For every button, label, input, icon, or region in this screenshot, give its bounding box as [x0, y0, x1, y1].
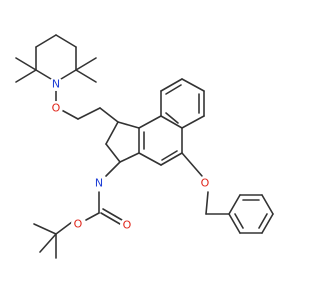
- bond: [77, 107, 101, 120]
- methyl-bond: [33, 223, 57, 235]
- pyrroline-ring: [105, 121, 140, 163]
- double-bond: [258, 213, 268, 229]
- benzyloxy-group: [181, 152, 274, 234]
- double-bond: [102, 208, 123, 221]
- bond: [181, 78, 205, 92]
- methyl-bond: [75, 57, 97, 71]
- bond: [105, 161, 121, 177]
- bond: [160, 78, 183, 92]
- naphthalene-outer-ring: [160, 78, 205, 129]
- double-bond: [165, 84, 182, 95]
- bond: [35, 34, 57, 48]
- atom-labels: N O N O O O: [49, 77, 212, 232]
- bond: [99, 107, 119, 123]
- bond: [119, 152, 140, 163]
- molecule-diagram: N O N O O O: [15, 34, 274, 259]
- bond: [105, 143, 121, 163]
- double-bond: [161, 150, 178, 161]
- methyl-bond: [39, 233, 57, 253]
- benzyloxy-oxygen-label: O: [201, 177, 210, 190]
- structure-svg: N O N O O O: [15, 34, 274, 259]
- bond: [261, 194, 274, 215]
- aminoxy-oxygen-label: O: [52, 102, 61, 115]
- bond: [138, 115, 162, 129]
- bond: [261, 213, 274, 234]
- bond: [228, 194, 241, 215]
- methyl-bond: [15, 57, 37, 71]
- bond: [160, 152, 183, 166]
- ester-oxygen-label: O: [74, 218, 83, 231]
- bond: [160, 115, 183, 129]
- naphthalene-inner-ring: [138, 115, 183, 166]
- bond: [205, 191, 209, 215]
- bond: [138, 152, 162, 166]
- double-bond: [165, 112, 179, 124]
- piperidine-ring: [15, 34, 97, 83]
- bond: [228, 213, 241, 234]
- double-bond: [234, 213, 244, 229]
- methyl-bond: [75, 69, 97, 83]
- bond: [117, 121, 140, 129]
- double-bond: [100, 212, 121, 225]
- aminoxymethyl-linker: [55, 81, 119, 123]
- indoline-nitrogen-label: N: [95, 177, 103, 190]
- piperidine-nitrogen-label: N: [52, 78, 60, 91]
- bond: [181, 115, 205, 129]
- bond: [181, 152, 203, 177]
- bond: [105, 121, 119, 145]
- methyl-bond: [15, 69, 37, 83]
- bond: [55, 221, 73, 235]
- bond: [85, 212, 100, 221]
- carbonyl-oxygen-label: O: [123, 219, 132, 232]
- bond: [55, 34, 77, 48]
- boc-group: [33, 191, 123, 259]
